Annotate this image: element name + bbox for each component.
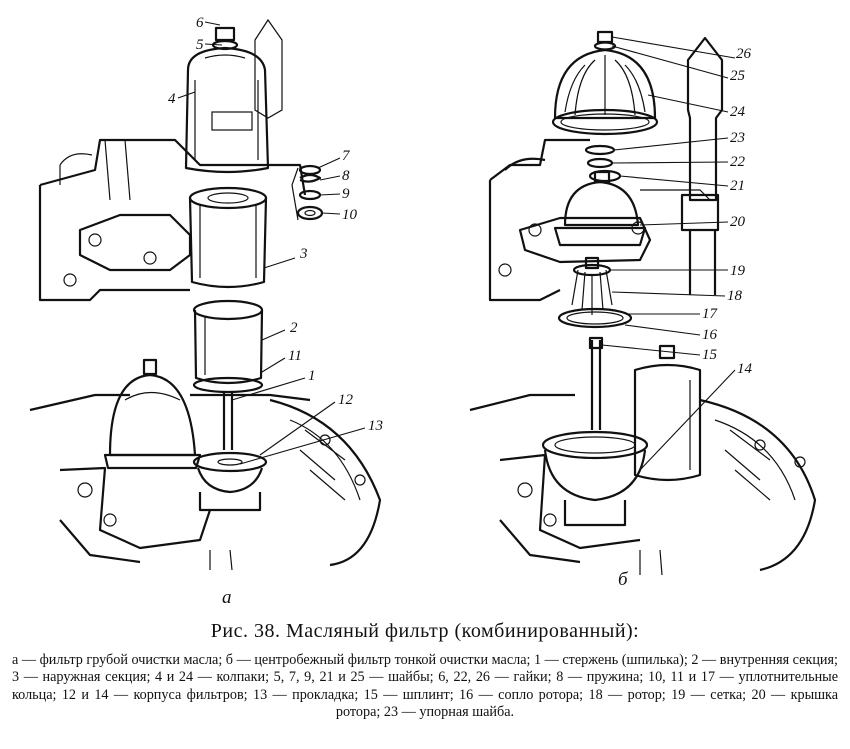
callout-14: 14	[737, 361, 753, 377]
callout-2: 2	[290, 320, 298, 336]
leader-lines-b	[601, 36, 736, 471]
callout-15: 15	[702, 347, 718, 363]
callout-16: 16	[702, 327, 718, 343]
callout-5: 5	[196, 37, 204, 53]
oil-filter-diagram: 6 5 4 7 8 9 10 3 2 11 1 12 13 26 25 24 2…	[29, 15, 817, 608]
callout-12: 12	[338, 392, 354, 408]
callout-1: 1	[308, 368, 316, 384]
callout-21: 21	[730, 178, 745, 194]
subfigure-label-a: а	[222, 587, 232, 608]
callout-23: 23	[730, 130, 745, 146]
callout-25: 25	[730, 68, 746, 84]
callouts-b: 26 25 24 23 22 21 20 19 18 17 16 15 14	[702, 46, 753, 377]
callout-6: 6	[196, 15, 204, 31]
coarse-filter-assembly	[29, 18, 382, 571]
callout-10: 10	[342, 207, 358, 223]
callout-18: 18	[727, 288, 743, 304]
leader-lines-a	[177, 21, 366, 465]
subfigure-label-b: б	[618, 569, 629, 590]
callout-19: 19	[730, 263, 746, 279]
callout-22: 22	[730, 154, 746, 170]
callout-3: 3	[299, 246, 308, 262]
callout-20: 20	[730, 214, 746, 230]
figure-legend: а — фильтр грубой очистки масла; б — цен…	[12, 652, 838, 721]
centrifugal-filter-assembly	[469, 30, 817, 576]
callout-17: 17	[702, 306, 719, 322]
callout-11: 11	[288, 348, 302, 364]
callout-24: 24	[730, 104, 746, 120]
callout-8: 8	[342, 168, 350, 184]
callouts-a: 6 5 4 7 8 9 10 3 2 11 1 12 13	[168, 15, 383, 434]
callout-4: 4	[168, 91, 176, 107]
figure-caption: Рис. 38. Масляный фильтр (комбинированны…	[210, 620, 640, 642]
callout-13: 13	[368, 418, 383, 434]
callout-9: 9	[342, 186, 350, 202]
callout-7: 7	[342, 148, 351, 164]
callout-26: 26	[736, 46, 752, 62]
